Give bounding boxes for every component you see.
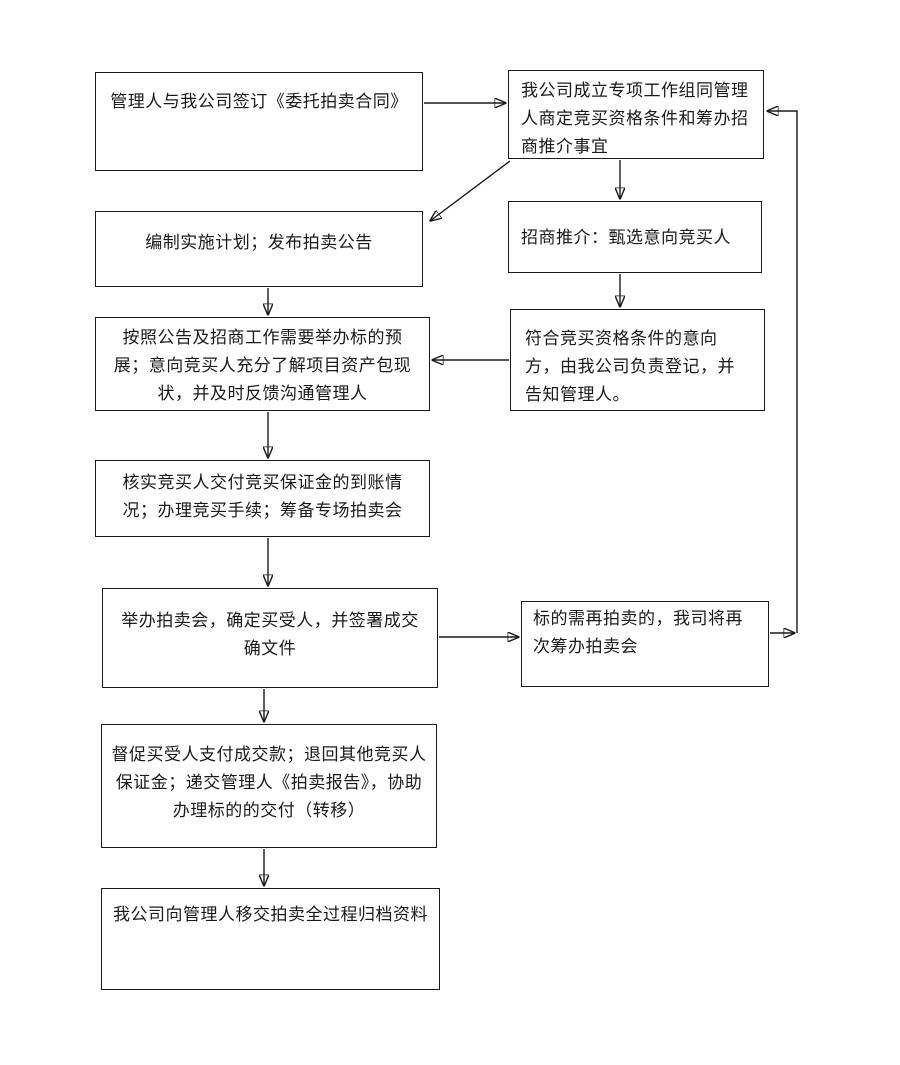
node-sign-contract: 管理人与我公司签订《委托拍卖合同》 [95,72,423,171]
edge-loop-to-form-workgroup [767,111,798,633]
node-hold-auction: 举办拍卖会，确定买受人，并签署成交确文件 [102,588,438,688]
node-preview: 按照公告及招商工作需要举办标的预展；意向竞买人充分了解项目资产包现状，并及时反馈… [95,317,430,411]
node-archive: 我公司向管理人移交拍卖全过程归档资料 [101,888,440,990]
node-settlement: 督促买受人支付成交款；退回其他竞买人保证金；递交管理人《拍卖报告》，协助办理标的… [101,724,437,848]
node-verify-deposit: 核实竞买人交付竞买保证金的到账情况；办理竞买手续；筹备专场拍卖会 [95,460,430,537]
node-registration: 符合竞买资格条件的意向方，由我公司负责登记，并告知管理人。 [510,309,765,411]
node-promotion: 招商推介：甄选意向竞买人 [508,201,762,273]
edge-form-workgroup-to-plan-announcement [430,160,511,221]
node-form-workgroup: 我公司成立专项工作组同管理人商定竞买资格条件和筹办招商推介事宜 [508,70,764,159]
node-plan-announcement: 编制实施计划；发布拍卖公告 [95,211,423,287]
node-re-auction: 标的需再拍卖的，我司将再次筹办拍卖会 [521,601,769,687]
